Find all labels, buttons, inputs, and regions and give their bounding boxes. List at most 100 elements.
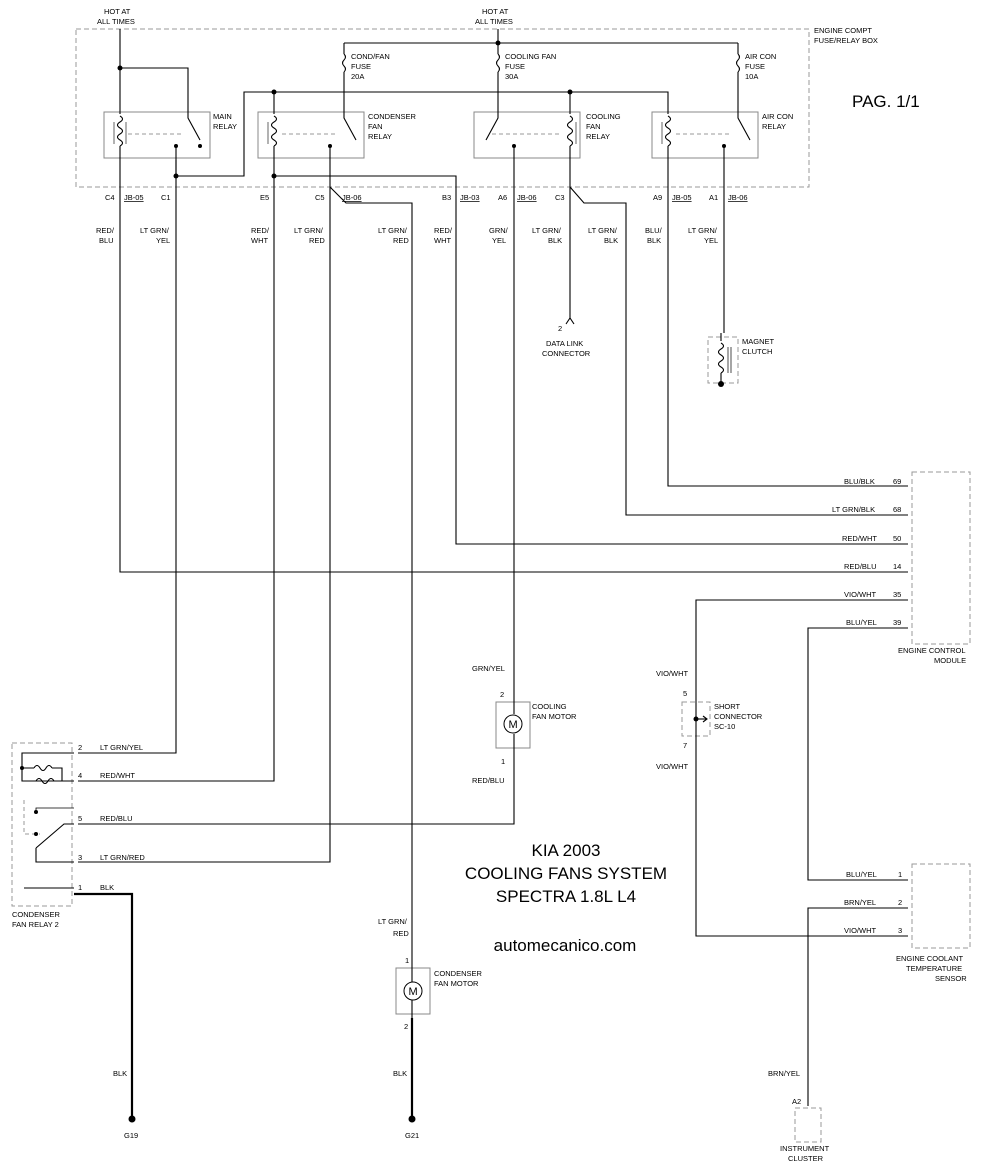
conn-jb06-c: JB-06 bbox=[728, 193, 748, 202]
svg-text:39: 39 bbox=[893, 618, 901, 627]
short-connector bbox=[681, 700, 711, 737]
fuse-air-con-l2: FUSE bbox=[745, 62, 765, 71]
clutch-label-1: MAGNET bbox=[742, 337, 775, 346]
pin-a6: A6 bbox=[498, 193, 507, 202]
ecm-rows: BLU/BLK 69 LT GRN/BLK 68 RED/WHT 50 RED/… bbox=[832, 477, 901, 627]
conn-jb05-b: JB-05 bbox=[672, 193, 692, 202]
hot-right-2: ALL TIMES bbox=[475, 17, 513, 26]
svg-text:LT GRN/: LT GRN/ bbox=[378, 226, 408, 235]
svg-text:35: 35 bbox=[893, 590, 901, 599]
g21-label: G21 bbox=[405, 1131, 419, 1140]
cfm-wire-top: GRN/YEL bbox=[472, 664, 505, 673]
g19-label: G19 bbox=[124, 1131, 138, 1140]
cfm-label-1: COOLING bbox=[532, 702, 567, 711]
cndm-symbol: M bbox=[409, 986, 418, 998]
hot-left-2: ALL TIMES bbox=[97, 17, 135, 26]
svg-text:BLK: BLK bbox=[548, 236, 562, 245]
wire-ltgrn-red-cond-motor bbox=[329, 186, 413, 965]
junction-dot bbox=[117, 65, 123, 71]
condenser-fan-motor: M bbox=[395, 965, 431, 1018]
fuse-cond-fan-l2: FUSE bbox=[351, 62, 371, 71]
ecm-label-1: ENGINE CONTROL bbox=[898, 646, 966, 655]
svg-text:GRN/: GRN/ bbox=[489, 226, 509, 235]
svg-text:WHT: WHT bbox=[251, 236, 268, 245]
relay2-rows: 2 LT GRN/YEL 4 RED/WHT 5 RED/BLU 3 LT GR… bbox=[78, 743, 145, 892]
relay2-label-2: FAN RELAY 2 bbox=[12, 920, 59, 929]
svg-text:BLK: BLK bbox=[647, 236, 661, 245]
hot-left-1: HOT AT bbox=[104, 7, 131, 16]
pin-c3: C3 bbox=[555, 193, 565, 202]
cfm-wire-bottom: RED/BLU bbox=[472, 776, 505, 785]
pin-e5: E5 bbox=[260, 193, 269, 202]
top-wire-colors: RED/ BLU LT GRN/ YEL RED/ WHT LT GRN/ RE… bbox=[96, 226, 718, 245]
fuse-air-con-l3: 10A bbox=[745, 72, 758, 81]
fuse-cooling-fan-l3: 30A bbox=[505, 72, 518, 81]
fuse-cooling-fan bbox=[495, 43, 501, 106]
svg-text:1: 1 bbox=[898, 870, 902, 879]
condenser-fan-relay bbox=[257, 106, 365, 159]
ground-g19-icon bbox=[128, 1115, 136, 1123]
svg-text:68: 68 bbox=[893, 505, 901, 514]
ac-relay-l1: AIR CON bbox=[762, 112, 793, 121]
fuse-air-con bbox=[735, 43, 741, 106]
svg-text:YEL: YEL bbox=[156, 236, 170, 245]
ect-rows: BLU/YEL 1 BRN/YEL 2 VIO/WHT 3 bbox=[844, 870, 902, 935]
svg-text:LT GRN/: LT GRN/ bbox=[688, 226, 718, 235]
cndm-wire-top-2: RED bbox=[393, 929, 409, 938]
wire-ltgrn-red-relay2 bbox=[78, 187, 331, 863]
main-relay bbox=[103, 106, 211, 159]
fuse-cond-fan-l1: COND/FAN bbox=[351, 52, 390, 61]
wire-ltgrn-yel-relay2 bbox=[78, 187, 177, 754]
cfm-pin-top: 2 bbox=[500, 690, 504, 699]
svg-text:BLU/BLK: BLU/BLK bbox=[844, 477, 875, 486]
fuse-cond-fan-l3: 20A bbox=[351, 72, 364, 81]
ground-g21-icon bbox=[408, 1115, 416, 1123]
cndm-label-2: FAN MOTOR bbox=[434, 979, 479, 988]
svg-text:RED/: RED/ bbox=[251, 226, 270, 235]
sc-label-1: SHORT bbox=[714, 702, 741, 711]
cond-relay-l3: RELAY bbox=[368, 132, 392, 141]
clutch-label-2: CLUTCH bbox=[742, 347, 772, 356]
fuse-air-con-l1: AIR CON bbox=[745, 52, 776, 61]
svg-text:2: 2 bbox=[898, 898, 902, 907]
main-relay-feed-2 bbox=[120, 67, 189, 106]
wire-blu-yel-ecm39 bbox=[807, 627, 908, 881]
conn-jb06-b: JB-06 bbox=[517, 193, 537, 202]
svg-text:RED: RED bbox=[309, 236, 325, 245]
cndm-pin-top: 1 bbox=[405, 956, 409, 965]
svg-text:YEL: YEL bbox=[492, 236, 506, 245]
website: automecanico.com bbox=[494, 936, 637, 955]
svg-text:RED: RED bbox=[393, 236, 409, 245]
fuse-cooling-fan-l1: COOLING FAN bbox=[505, 52, 556, 61]
pin-c4: C4 bbox=[105, 193, 115, 202]
magnet-clutch bbox=[707, 333, 739, 387]
wire-vio-wht-ect3 bbox=[695, 736, 908, 937]
dlc-label-2: CONNECTOR bbox=[542, 349, 591, 358]
conn-jb06-a: JB-06 bbox=[342, 193, 362, 202]
svg-text:BLU/: BLU/ bbox=[645, 226, 663, 235]
svg-text:LT GRN/BLK: LT GRN/BLK bbox=[832, 505, 875, 514]
wire-red-wht-relay2 bbox=[78, 187, 275, 782]
pin-c1: C1 bbox=[161, 193, 171, 202]
dlc-connector-icon bbox=[565, 317, 575, 325]
fuse-relay-box bbox=[75, 28, 810, 188]
svg-text:LT GRN/: LT GRN/ bbox=[294, 226, 324, 235]
cndm-label-1: CONDENSER bbox=[434, 969, 483, 978]
wire-brn-yel-cluster bbox=[807, 907, 908, 1106]
cndm-pin-bottom: 2 bbox=[404, 1022, 408, 1031]
title-line-3: SPECTRA 1.8L L4 bbox=[496, 887, 636, 906]
svg-text:WHT: WHT bbox=[434, 236, 451, 245]
cfm-symbol: M bbox=[509, 719, 518, 731]
svg-text:BLK: BLK bbox=[100, 883, 114, 892]
svg-text:3: 3 bbox=[898, 926, 902, 935]
dlc-pin: 2 bbox=[558, 324, 562, 333]
svg-text:BLK: BLK bbox=[604, 236, 618, 245]
pin-a1: A1 bbox=[709, 193, 718, 202]
fuse-cond-fan bbox=[341, 43, 347, 106]
pin-b3: B3 bbox=[442, 193, 451, 202]
svg-text:BRN/YEL: BRN/YEL bbox=[844, 898, 876, 907]
cluster-label-1: INSTRUMENT bbox=[780, 1144, 830, 1153]
title-line-2: COOLING FANS SYSTEM bbox=[465, 864, 667, 883]
sc-wire-bottom: VIO/WHT bbox=[656, 762, 688, 771]
